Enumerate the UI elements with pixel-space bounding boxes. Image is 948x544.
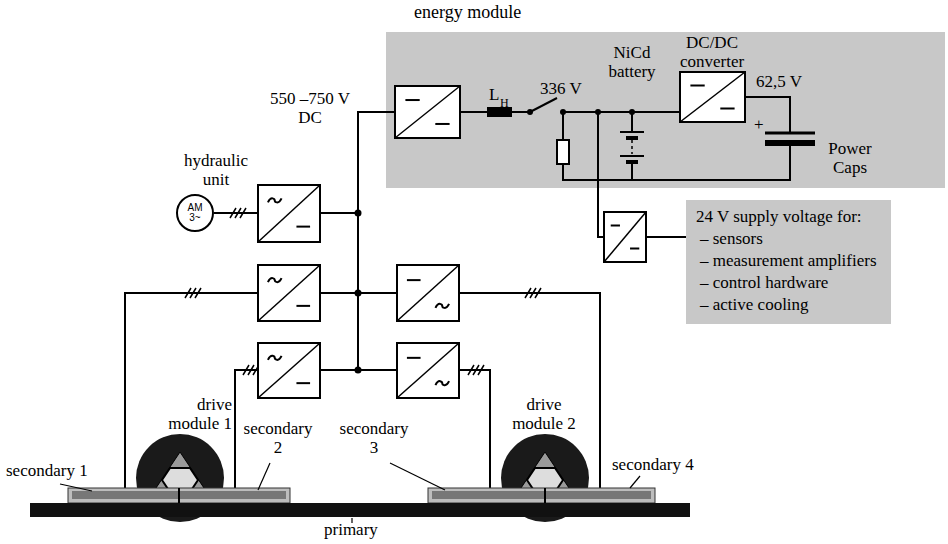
- leader-lines: [60, 463, 640, 523]
- secondary-plates: [68, 488, 655, 503]
- label: primary: [324, 521, 378, 540]
- converter-symbol: [258, 185, 320, 242]
- junction-dots: [355, 109, 636, 374]
- converter-symbol: [680, 72, 745, 122]
- converter-symbol: [395, 86, 460, 138]
- label: secondary 1: [6, 462, 88, 481]
- converter-symbol: [258, 343, 320, 398]
- label: secondary 2: [242, 420, 314, 457]
- label: secondary 4: [612, 456, 694, 475]
- list-item: – control hardware: [696, 272, 877, 294]
- node-heading: AM 3~: [184, 203, 206, 224]
- label: 336 V: [540, 80, 582, 99]
- node-heading: 24 V supply voltage for:: [696, 206, 877, 228]
- label: hydraulic unit: [176, 152, 256, 189]
- battery-symbol: [620, 132, 644, 162]
- label: NiCd battery: [596, 44, 668, 81]
- three-phase-marks: [185, 208, 541, 375]
- label: drive module 1: [150, 396, 232, 433]
- label: secondary 3: [338, 420, 410, 457]
- list-item: – measurement amplifiers: [696, 250, 877, 272]
- converter-symbol: [397, 265, 459, 321]
- supply-panel: 24 V supply voltage for:– sensors– measu…: [686, 200, 891, 324]
- label: DC/DC converter: [670, 34, 754, 71]
- label: +: [754, 116, 764, 135]
- label: 62,5 V: [756, 73, 802, 92]
- label: H: [500, 97, 509, 110]
- capacitor-symbol: [765, 133, 815, 146]
- node-heading: energy module: [414, 2, 521, 23]
- motor-circle: AM 3~: [176, 194, 214, 232]
- converter-symbol: [604, 212, 646, 262]
- resistor-symbol: [557, 140, 569, 164]
- converter-symbol: [258, 265, 320, 321]
- label: drive module 2: [500, 396, 588, 433]
- label: Power Caps: [822, 140, 878, 177]
- list-item: – active cooling: [696, 294, 877, 316]
- label: L: [489, 86, 499, 105]
- list-item: – sensors: [696, 228, 877, 250]
- label: 550 –750 V DC: [268, 90, 352, 127]
- converter-symbol: [397, 343, 459, 398]
- converters: [258, 72, 745, 398]
- primary-rail: [30, 503, 690, 517]
- energy-module-ground: [386, 32, 945, 188]
